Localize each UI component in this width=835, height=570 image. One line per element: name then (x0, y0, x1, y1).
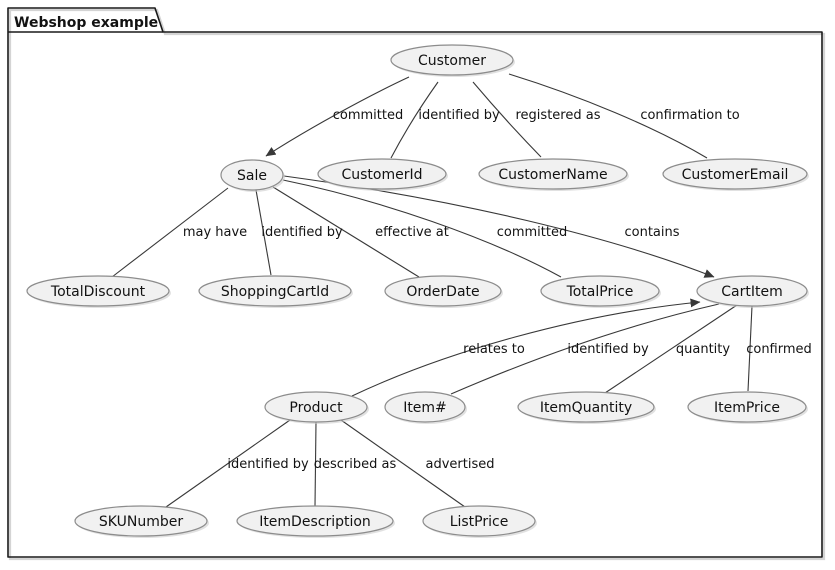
node-label-sku-number: SKUNumber (99, 514, 183, 530)
frame: Webshop example (7, 7, 826, 561)
node-label-item-quantity: ItemQuantity (540, 400, 632, 416)
node-customer: Customer (390, 44, 515, 77)
node-label-customer: Customer (418, 53, 486, 69)
frame-border (7, 7, 823, 558)
node-product: Product (264, 391, 369, 424)
edge-label-item-price-to-cart-item: confirmed (746, 342, 812, 357)
edge-sale-to-shopping-cart-id (255, 189, 272, 276)
node-ellipse-customer-name (478, 158, 628, 190)
node-order-date: OrderDate (384, 275, 503, 308)
node-ellipse-customer-email (662, 158, 808, 190)
edge-customer-to-sale (265, 76, 410, 157)
frame-title: Webshop example (14, 15, 158, 31)
node-ellipse-total-price (540, 275, 660, 307)
edge-label-layer: committed identified by registered as confi… (183, 108, 812, 472)
node-total-price: TotalPrice (540, 275, 661, 308)
node-sale: Sale (220, 159, 285, 192)
edge-product-to-list-price (340, 419, 466, 508)
edge-customer-to-customer-id (390, 81, 439, 159)
node-ellipse-item-quantity (517, 391, 655, 423)
node-ellipse-sku-number (74, 505, 208, 537)
node-label-shopping-cart-id: ShoppingCartId (221, 284, 329, 300)
node-label-customer-name: CustomerName (498, 167, 607, 183)
node-ellipse-item-description (236, 505, 394, 537)
edge-label-sale-to-total-price: committed (497, 225, 567, 240)
node-item-number: Item# (384, 391, 467, 424)
edge-label-item-quantity-to-cart-item: quantity (676, 342, 731, 357)
edge-label-sale-to-order-date: effective at (375, 225, 449, 240)
edge-label-product-to-sku-number: identified by (227, 457, 309, 472)
edge-label-product-to-cart-item: relates to (463, 342, 525, 357)
node-label-product: Product (289, 400, 343, 416)
node-ellipse-order-date (384, 275, 502, 307)
edge-label-product-to-list-price: advertised (426, 457, 495, 472)
frame-shadow (8, 8, 826, 561)
node-label-total-price: TotalPrice (566, 284, 634, 300)
node-label-item-description: ItemDescription (259, 514, 371, 530)
edge-label-customer-to-customer-email: confirmation to (640, 108, 739, 123)
edge-label-sale-to-cart-item: contains (624, 225, 679, 240)
node-ellipse-customer-id (317, 158, 447, 190)
node-label-item-number: Item# (403, 400, 447, 416)
edge-customer-to-customer-name (472, 81, 542, 158)
node-ellipse-item-price (687, 391, 807, 423)
node-item-price: ItemPrice (687, 391, 808, 424)
edge-customer-to-customer-email (508, 73, 708, 159)
node-label-total-discount: TotalDiscount (50, 284, 146, 300)
edge-item-number-to-cart-item (450, 303, 720, 395)
edge-label-sale-to-total-discount: may have (183, 225, 247, 240)
node-ellipse-total-discount (26, 275, 170, 307)
node-cart-item: CartItem (696, 275, 809, 308)
node-label-cart-item: CartItem (721, 284, 782, 300)
node-customer-email: CustomerEmail (662, 158, 809, 191)
edge-product-to-item-description (314, 421, 317, 507)
node-ellipse-product (264, 391, 368, 423)
edge-sale-to-order-date (272, 186, 420, 278)
edge-sale-to-total-discount (111, 187, 229, 278)
node-ellipse-list-price (422, 505, 536, 537)
edge-label-customer-to-sale: committed (333, 108, 403, 123)
node-list-price: ListPrice (422, 505, 537, 538)
edge-sale-to-total-price (282, 179, 562, 278)
node-item-quantity: ItemQuantity (517, 391, 656, 424)
edge-label-sale-to-shopping-cart-id: identified by (261, 225, 343, 240)
edge-item-quantity-to-cart-item (604, 304, 738, 394)
edge-product-to-sku-number (165, 419, 291, 508)
node-customer-id: CustomerId (317, 158, 448, 191)
node-item-description: ItemDescription (236, 505, 395, 538)
node-total-discount: TotalDiscount (26, 275, 171, 308)
edge-label-customer-to-customer-name: registered as (516, 108, 601, 123)
edge-label-customer-to-customer-id: identified by (418, 108, 500, 123)
node-ellipse-item-number (384, 391, 466, 423)
edge-label-item-number-to-cart-item: identified by (567, 342, 649, 357)
node-label-customer-email: CustomerEmail (682, 167, 789, 183)
node-label-sale: Sale (237, 168, 267, 184)
node-shopping-cart-id: ShoppingCartId (198, 275, 353, 308)
node-label-list-price: ListPrice (450, 514, 509, 530)
node-ellipse-sale (220, 159, 284, 191)
node-label-item-price: ItemPrice (714, 400, 780, 416)
node-label-order-date: OrderDate (406, 284, 479, 300)
node-label-customer-id: CustomerId (341, 167, 422, 183)
node-customer-name: CustomerName (478, 158, 629, 191)
node-ellipse-customer (390, 44, 514, 76)
node-ellipse-shopping-cart-id (198, 275, 352, 307)
edge-item-price-to-cart-item (747, 305, 753, 392)
edge-product-to-cart-item (351, 298, 701, 397)
edge-label-product-to-item-description: described as (314, 457, 397, 472)
node-sku-number: SKUNumber (74, 505, 209, 538)
node-ellipse-cart-item (696, 275, 808, 307)
